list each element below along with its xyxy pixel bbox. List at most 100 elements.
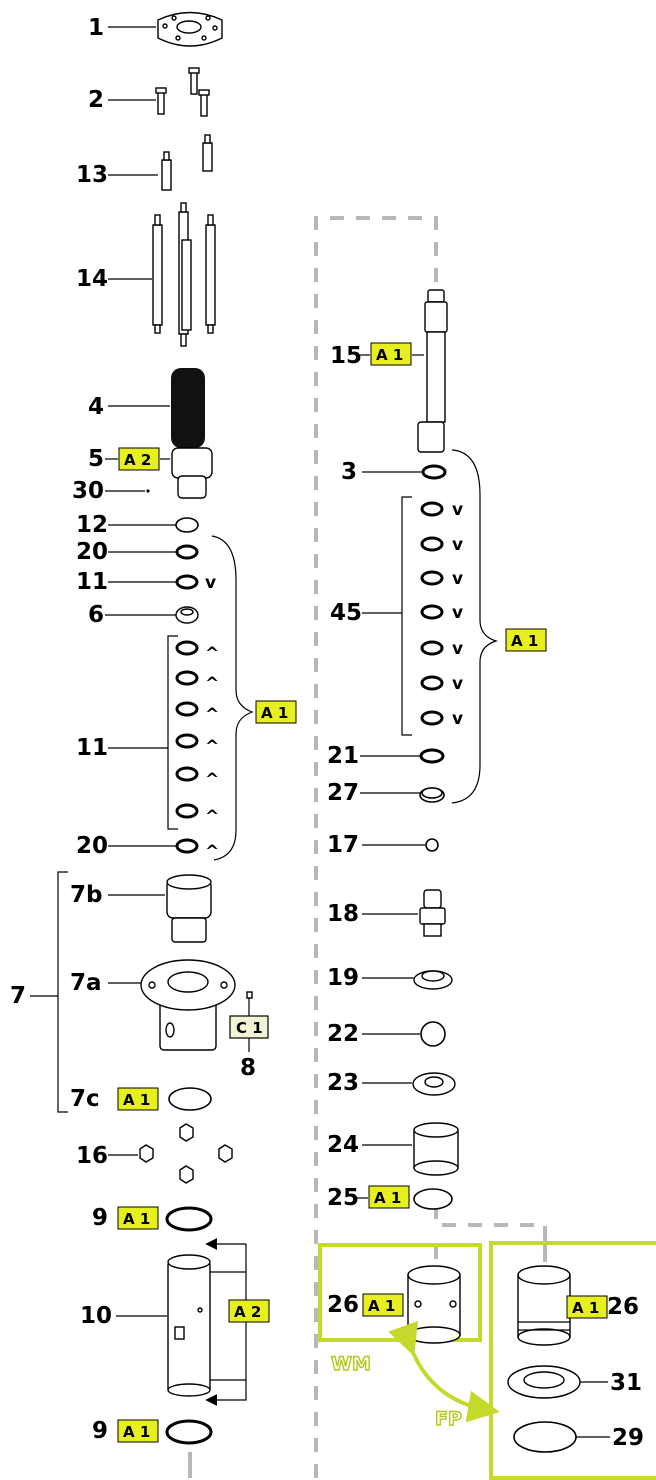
callout-1: 1 [88, 15, 104, 41]
tag-a1-26-fp: A 1 [566, 1295, 608, 1319]
seat-part-18 [419, 889, 446, 937]
tag-a2-10: A 2 [228, 1299, 270, 1323]
callout-24: 24 [327, 1132, 359, 1158]
callout-31: 31 [610, 1370, 642, 1396]
svg-text:^: ^ [205, 770, 219, 790]
callout-27: 27 [327, 780, 359, 806]
ball-part-22 [420, 1021, 446, 1047]
callout-15: 15 [330, 343, 362, 369]
pins-part-13 [161, 134, 213, 191]
svg-text:A 1: A 1 [123, 1423, 150, 1441]
tag-a1-26-wm: A 1 [362, 1293, 404, 1317]
ring-part-9-top [165, 1206, 213, 1232]
wm-variant-label: WM [331, 1353, 371, 1375]
callout-25: 25 [327, 1185, 359, 1211]
callout-19: 19 [327, 965, 359, 991]
svg-text:^: ^ [205, 807, 219, 827]
svg-text:A 1: A 1 [261, 704, 288, 722]
ring-stack-11 [175, 640, 199, 819]
callout-45: 45 [330, 600, 362, 626]
callout-23: 23 [327, 1070, 359, 1096]
svg-text:v: v [452, 603, 463, 623]
callout-18: 18 [327, 901, 359, 927]
svg-text:^: ^ [205, 674, 219, 694]
callout-20-bottom: 20 [76, 833, 108, 859]
sleeve-part-4 [171, 368, 205, 448]
callout-8: 8 [240, 1055, 256, 1081]
tag-a1-9-top: A 1 [117, 1206, 159, 1230]
ball-part-17 [425, 838, 439, 852]
callout-7c: 7c [70, 1086, 100, 1112]
callout-6: 6 [88, 602, 104, 628]
svg-text:A 2: A 2 [124, 451, 151, 469]
ring-stack-45 [420, 501, 444, 726]
washer-part-23 [412, 1072, 456, 1096]
svg-text:v: v [452, 569, 463, 589]
plunger-part-15 [417, 289, 448, 453]
ring-part-11-top [175, 574, 199, 590]
washer-part-6 [175, 606, 199, 624]
tag-a1-7c: A 1 [117, 1087, 159, 1111]
callout-26-wm: 26 [327, 1292, 359, 1318]
callout-21: 21 [327, 743, 359, 769]
screws-part-2 [155, 67, 210, 117]
plate-part-1 [157, 11, 223, 47]
svg-text:A 2: A 2 [234, 1303, 261, 1321]
svg-text:v: v [452, 709, 463, 729]
callout-29: 29 [612, 1425, 644, 1451]
callout-4: 4 [88, 394, 104, 420]
callout-12: 12 [76, 512, 108, 538]
ring-part-29 [513, 1421, 577, 1453]
svg-text:C 1: C 1 [236, 1019, 263, 1037]
ring-part-27 [419, 787, 445, 803]
svg-text:^: ^ [205, 842, 219, 862]
callout-16: 16 [76, 1143, 108, 1169]
svg-text:A 1: A 1 [376, 346, 403, 364]
callout-2: 2 [88, 87, 104, 113]
ring-part-20-bottom [175, 838, 199, 854]
valve-housing-part-26-wm [407, 1265, 461, 1344]
ring-part-9-bottom [165, 1419, 213, 1445]
callout-17: 17 [327, 832, 359, 858]
callout-7a: 7a [70, 970, 102, 996]
v-marks-45: v v v v v v v [452, 500, 463, 729]
svg-text:^: ^ [205, 644, 219, 664]
callout-11-stack: 11 [76, 735, 108, 761]
svg-text:v: v [452, 535, 463, 555]
ring-part-20-top [175, 544, 199, 560]
rods-part-14 [152, 202, 216, 347]
bushing-part-24 [413, 1122, 459, 1176]
guide-part-7b [166, 874, 212, 943]
housing-part-7a [140, 959, 236, 1051]
caret-marks-11: ^ ^ ^ ^ ^ ^ ^ [205, 644, 219, 862]
callout-13: 13 [76, 162, 108, 188]
ring-part-25 [413, 1188, 453, 1210]
callout-7b: 7b [70, 882, 102, 908]
callout-3: 3 [341, 459, 357, 485]
callout-22: 22 [327, 1021, 359, 1047]
cage-part-19 [413, 970, 453, 990]
svg-text:A 1: A 1 [374, 1189, 401, 1207]
callout-20-top: 20 [76, 539, 108, 565]
ring-part-3 [421, 464, 447, 480]
callout-26-fp: 26 [607, 1294, 639, 1320]
ring-part-12 [175, 517, 199, 533]
dashed-assembly-line-right [314, 216, 438, 1478]
svg-text:^: ^ [205, 705, 219, 725]
tag-a1-9-bottom: A 1 [117, 1419, 159, 1443]
svg-text:A 1: A 1 [511, 632, 538, 650]
tag-a1-left: A 1 [255, 700, 297, 724]
svg-text:v: v [452, 639, 463, 659]
callout-5: 5 [88, 446, 104, 472]
ring-part-21 [419, 748, 445, 764]
svg-text:A 1: A 1 [123, 1091, 150, 1109]
plate-part-31 [507, 1365, 581, 1399]
tag-a2-part-5: A 2 [118, 447, 160, 471]
callout-9-top: 9 [92, 1205, 108, 1231]
tag-a1-15: A 1 [370, 342, 412, 366]
svg-text:A 1: A 1 [368, 1297, 395, 1315]
svg-text:^: ^ [205, 737, 219, 757]
v-mark: v [205, 573, 216, 593]
tag-c1: C 1 [229, 1015, 269, 1039]
svg-text:A 1: A 1 [123, 1210, 150, 1228]
